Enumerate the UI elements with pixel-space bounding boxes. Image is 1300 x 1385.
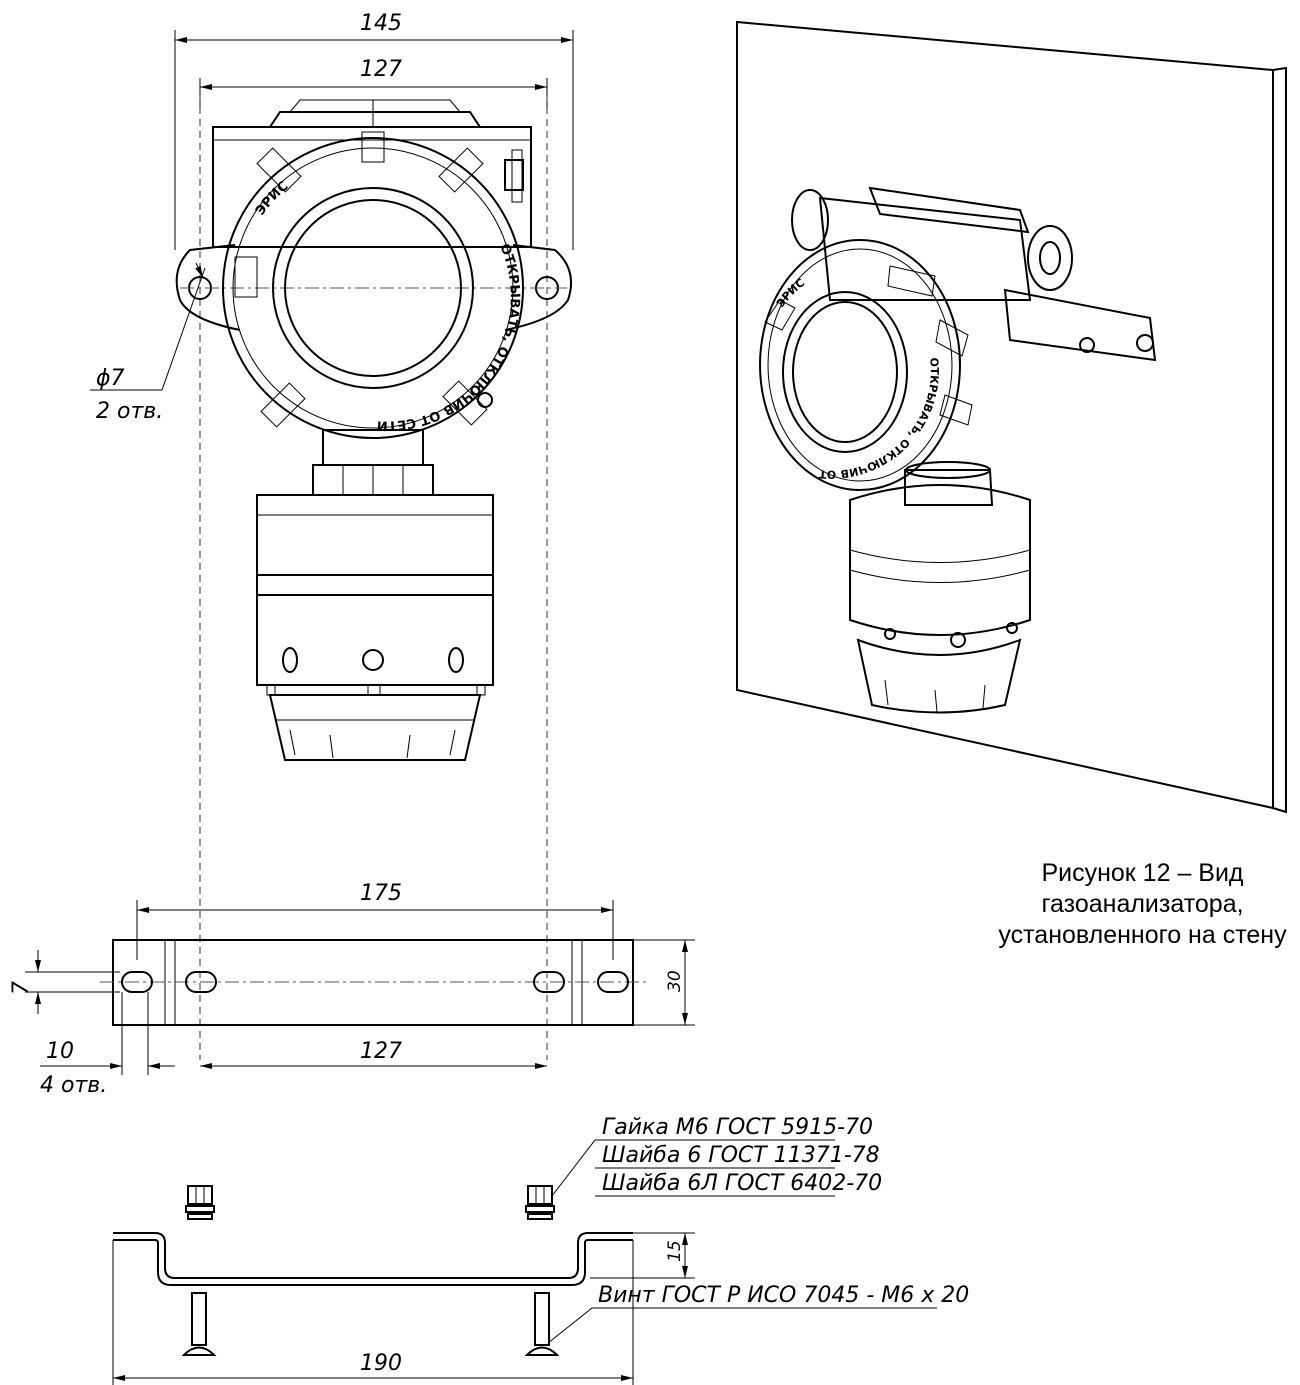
- svg-text:ЭРИС: ЭРИС: [253, 179, 291, 219]
- screw-label: Винт ГОСТ Р ИСО 7045 - М6 х 20: [598, 1283, 969, 1308]
- bracket-side-view: 190 15 Гайка М6 ГОСТ 5915-70 Шайба 6 ГОС…: [112, 1115, 969, 1385]
- svg-text:ОТКРЫВАТЬ, ОТКЛЮЧИВ ОТ СЕТИ: ОТКРЫВАТЬ, ОТКЛЮЧИВ ОТ СЕТИ: [377, 242, 522, 433]
- dim-190-label: 190: [360, 1351, 402, 1376]
- main-housing: ОТКРЫВАТЬ, ОТКЛЮЧИВ ОТ СЕТИ ЭРИС: [222, 131, 524, 439]
- dim-7-label: 7: [9, 981, 34, 995]
- mounting-ears: [175, 244, 572, 331]
- wall-panel-edge: [1272, 66, 1287, 814]
- slot-count-label: 4 отв.: [40, 1073, 107, 1098]
- top-housing: [212, 99, 532, 248]
- engraving-warning: ОТКРЫВАТЬ, ОТКЛЮЧИВ ОТ СЕТИ: [377, 242, 522, 433]
- dim-15-label: 15: [665, 1240, 685, 1262]
- dimension-overall-width: 145: [174, 11, 574, 250]
- nut-washer-left: [185, 1185, 215, 1220]
- iso-display-window: [792, 301, 898, 443]
- screw-right: [524, 1292, 560, 1356]
- wall-panel: [736, 20, 1274, 810]
- dim-30-label: 30: [665, 970, 685, 992]
- hole-callout: ϕ7 2 отв.: [90, 262, 206, 424]
- dim-10-label: 10: [46, 1039, 74, 1064]
- sensor-neck: [312, 429, 434, 496]
- fastener-label-nut: Гайка М6 ГОСТ 5915-70: [602, 1115, 873, 1140]
- screw-left: [181, 1292, 217, 1356]
- fastener-label-washer: Шайба 6 ГОСТ 11371-78: [602, 1143, 880, 1168]
- dimension-bolt-spacing: 127: [199, 57, 548, 110]
- dim-127-label: 127: [360, 57, 402, 82]
- hole-count-label: 2 отв.: [96, 399, 163, 424]
- dim-145-label: 145: [360, 11, 402, 36]
- figure-caption: Рисунок 12 – Вид газоанализатора, устано…: [998, 859, 1287, 949]
- front-view: 145 127: [90, 11, 574, 1060]
- isometric-view: ОТКРЫВАТЬ, ОТКЛЮЧИВ ОТ СЕТИ ЭРИС: [0, 0, 1287, 814]
- dim-175-label: 175: [360, 881, 402, 906]
- hole-diameter-label: ϕ7: [96, 366, 125, 391]
- dim-127-bottom-label: 127: [360, 1039, 402, 1064]
- bracket-top-view: 175 127 30 7 10 4 отв.: [9, 881, 695, 1098]
- sensor-head: [256, 494, 494, 761]
- fastener-label-lock-washer: Шайба 6Л ГОСТ 6402-70: [602, 1171, 882, 1196]
- nut-washer-right: [525, 1185, 555, 1220]
- engraving-brand: ЭРИС: [253, 179, 291, 219]
- display-window: [284, 199, 462, 377]
